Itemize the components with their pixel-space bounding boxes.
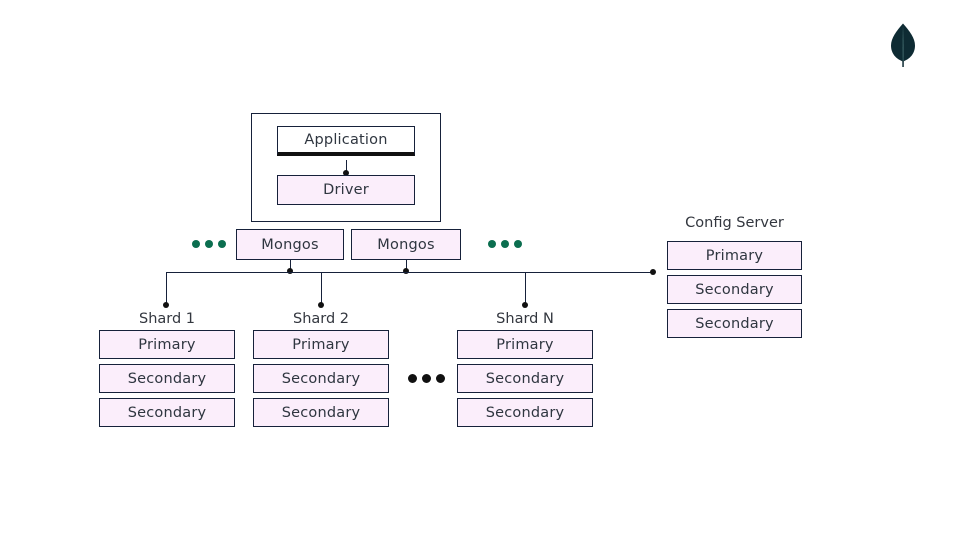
shard-2-member-secondary-1: Secondary (253, 364, 389, 393)
shard-1-caption: Shard 1 (138, 311, 196, 327)
mongos-box-2: Mongos (351, 229, 461, 260)
shard-2-member-secondary-2: Secondary (253, 398, 389, 427)
connector-bus-shard1 (166, 272, 167, 305)
shard-1-member-secondary-1: Secondary (99, 364, 235, 393)
connector-dot-mongos1 (287, 268, 293, 274)
shard-n-caption: Shard N (496, 311, 554, 327)
connector-mongos1-bus (290, 260, 291, 273)
connector-dot-driver (343, 170, 349, 176)
mongodb-leaf-icon (885, 22, 921, 68)
connector-dot-config-server (650, 269, 656, 275)
shard-2-member-primary: Primary (253, 330, 389, 359)
config-server-member-primary: Primary (667, 241, 802, 270)
connector-dot-shard2 (318, 302, 324, 308)
shard-n-member-primary: Primary (457, 330, 593, 359)
config-server-member-secondary-2: Secondary (667, 309, 802, 338)
connector-bus-shard2 (321, 272, 322, 305)
connector-dot-shardn (522, 302, 528, 308)
shard-1-member-primary: Primary (99, 330, 235, 359)
driver-box: Driver (277, 175, 415, 205)
shard-n-member-secondary-1: Secondary (457, 364, 593, 393)
connector-dot-mongos2 (403, 268, 409, 274)
connector-bus-shardn (525, 272, 526, 305)
shard-2-caption: Shard 2 (292, 311, 350, 327)
config-server-caption: Config Server (685, 215, 784, 231)
connector-application-driver (346, 160, 347, 175)
shard-1-member-secondary-2: Secondary (99, 398, 235, 427)
shard-n-member-secondary-2: Secondary (457, 398, 593, 427)
mongos-ellipsis-left-icon (192, 240, 226, 248)
distribution-bus-line (166, 272, 653, 273)
shard-ellipsis-icon (408, 374, 445, 383)
application-box: Application (277, 126, 415, 156)
connector-mongos2-bus (406, 260, 407, 273)
config-server-member-secondary-1: Secondary (667, 275, 802, 304)
connector-dot-shard1 (163, 302, 169, 308)
mongos-box-1: Mongos (236, 229, 344, 260)
mongos-ellipsis-right-icon (488, 240, 522, 248)
